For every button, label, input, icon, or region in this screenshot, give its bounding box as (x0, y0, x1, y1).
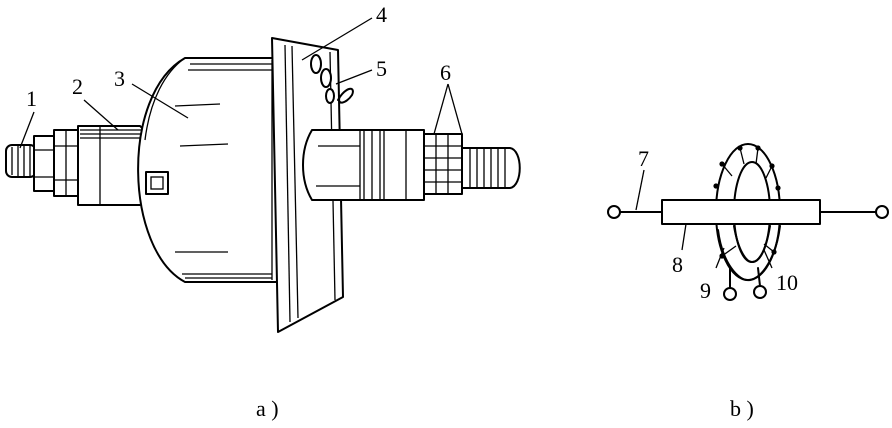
label-4: 4 (376, 2, 387, 27)
left-threaded-stud (5, 144, 37, 178)
label-9: 9 (700, 278, 711, 303)
right-terminal (875, 205, 889, 219)
label-7: 7 (638, 146, 649, 171)
right-threaded-stud (461, 147, 521, 189)
leader-lines-a (19, 17, 463, 149)
winding-marks (713, 145, 781, 259)
left-nut-stack (33, 129, 79, 197)
label-1: 1 (26, 86, 37, 111)
right-cylinder (302, 129, 425, 201)
primary-bar (661, 199, 821, 225)
current-transformer-b: 7 8 9 10 b ) (607, 143, 889, 421)
label-6: 6 (440, 60, 451, 85)
terminal-loops (310, 54, 354, 104)
label-8: 8 (672, 252, 683, 277)
label-5: 5 (376, 56, 387, 81)
secondary-terminal-left (723, 287, 737, 301)
secondary-terminal-right (753, 285, 767, 299)
caption-a: a ) (256, 396, 279, 421)
caption-b: b ) (730, 396, 754, 421)
label-3: 3 (114, 66, 125, 91)
coil-winding-block (423, 133, 463, 195)
assembly-a: 1 2 3 4 5 6 a ) (5, 2, 521, 421)
label-10: 10 (776, 270, 798, 295)
left-terminal (607, 205, 621, 219)
label-2: 2 (72, 74, 83, 99)
dome-housing (137, 57, 279, 283)
